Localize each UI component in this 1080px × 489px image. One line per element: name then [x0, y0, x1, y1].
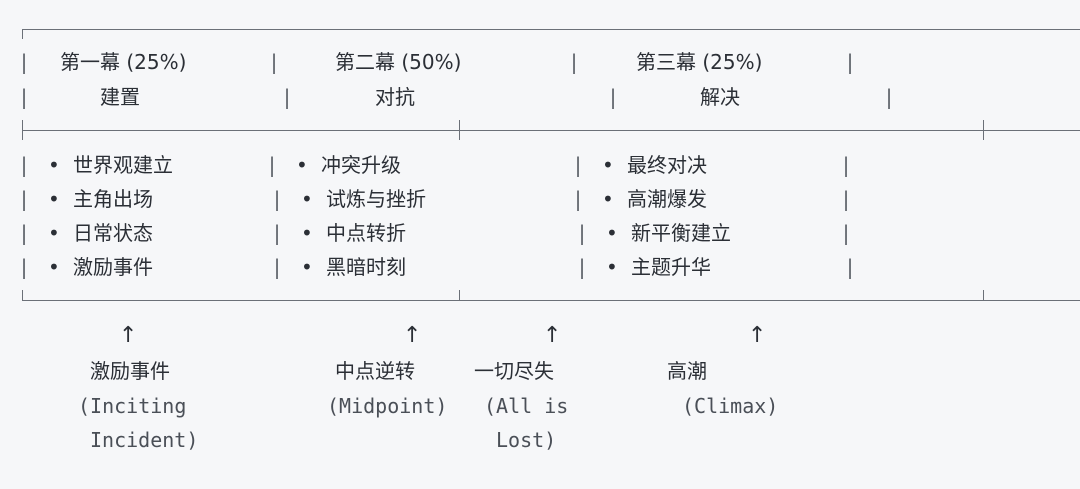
bullet: •	[48, 221, 60, 245]
row-divider: |	[18, 187, 31, 211]
bullet: •	[602, 153, 614, 177]
row-divider: |	[18, 255, 31, 279]
act-3-item: 最终对决	[627, 153, 707, 177]
top-border	[22, 29, 1080, 30]
header-divider: |	[268, 50, 281, 74]
row-divider: |	[840, 187, 853, 211]
row-divider: |	[271, 255, 284, 279]
header-divider: |	[18, 50, 31, 74]
marker-label: 一切尽失	[474, 359, 554, 383]
bottom-border-tick	[22, 290, 23, 300]
marker-english: (Midpoint)	[327, 394, 448, 418]
act-2-item: 冲突升级	[321, 153, 401, 177]
middle-separator	[22, 130, 1080, 131]
bullet: •	[301, 221, 313, 245]
bullet: •	[48, 255, 60, 279]
marker-english: (All is	[484, 394, 569, 418]
row-divider: |	[576, 221, 589, 245]
bottom-border-tick	[459, 290, 460, 300]
act-1-item: 世界观建立	[73, 153, 173, 177]
row-divider: |	[266, 153, 279, 177]
up-arrow-icon: ↑	[543, 323, 562, 348]
row-divider: |	[576, 255, 589, 279]
row-divider: |	[840, 221, 853, 245]
act-2-item: 中点转折	[326, 221, 406, 245]
marker-english: (Inciting	[78, 394, 187, 418]
bullet: •	[296, 153, 308, 177]
header-divider: |	[18, 85, 31, 109]
row-divider: |	[271, 221, 284, 245]
header-divider: |	[844, 50, 857, 74]
row-divider: |	[271, 187, 284, 211]
header-divider: |	[568, 50, 581, 74]
act-1-item: 日常状态	[73, 221, 153, 245]
separator-tick	[459, 120, 460, 140]
act-2-item: 黑暗时刻	[326, 255, 406, 279]
marker-english: Lost)	[496, 428, 557, 452]
bullet: •	[606, 255, 618, 279]
separator-tick	[983, 120, 984, 140]
act-3-item: 新平衡建立	[631, 221, 731, 245]
act-3-item: 主题升华	[631, 255, 711, 279]
act-1-subtitle: 建置	[100, 85, 140, 109]
bullet: •	[48, 153, 60, 177]
act-2-item: 试炼与挫折	[326, 187, 426, 211]
marker-label: 高潮	[667, 359, 707, 383]
row-divider: |	[572, 153, 585, 177]
bullet: •	[301, 187, 313, 211]
bullet: •	[606, 221, 618, 245]
bottom-border	[22, 300, 1080, 301]
marker-label: 激励事件	[90, 359, 170, 383]
bottom-border-tick	[983, 290, 984, 300]
row-divider: |	[18, 221, 31, 245]
bullet: •	[602, 187, 614, 211]
header-divider: |	[883, 85, 896, 109]
up-arrow-icon: ↑	[748, 323, 767, 348]
bullet: •	[301, 255, 313, 279]
marker-english: Incident)	[90, 428, 199, 452]
marker-english: (Climax)	[682, 394, 779, 418]
separator-tick	[22, 120, 23, 140]
act-2-title: 第二幕 (50%)	[335, 50, 462, 74]
up-arrow-icon: ↑	[119, 323, 138, 348]
row-divider: |	[572, 187, 585, 211]
header-divider: |	[281, 85, 294, 109]
act-1-item: 激励事件	[73, 255, 153, 279]
act-3-title: 第三幕 (25%)	[636, 50, 763, 74]
act-1-item: 主角出场	[73, 187, 153, 211]
row-divider: |	[844, 255, 857, 279]
top-border-corner	[22, 29, 23, 39]
row-divider: |	[18, 153, 31, 177]
row-divider: |	[840, 153, 853, 177]
act-2-subtitle: 对抗	[375, 85, 415, 109]
marker-label: 中点逆转	[335, 359, 415, 383]
up-arrow-icon: ↑	[403, 323, 422, 348]
header-divider: |	[607, 85, 620, 109]
act-1-title: 第一幕 (25%)	[60, 50, 187, 74]
act-3-item: 高潮爆发	[627, 187, 707, 211]
bullet: •	[48, 187, 60, 211]
act-3-subtitle: 解决	[700, 85, 740, 109]
